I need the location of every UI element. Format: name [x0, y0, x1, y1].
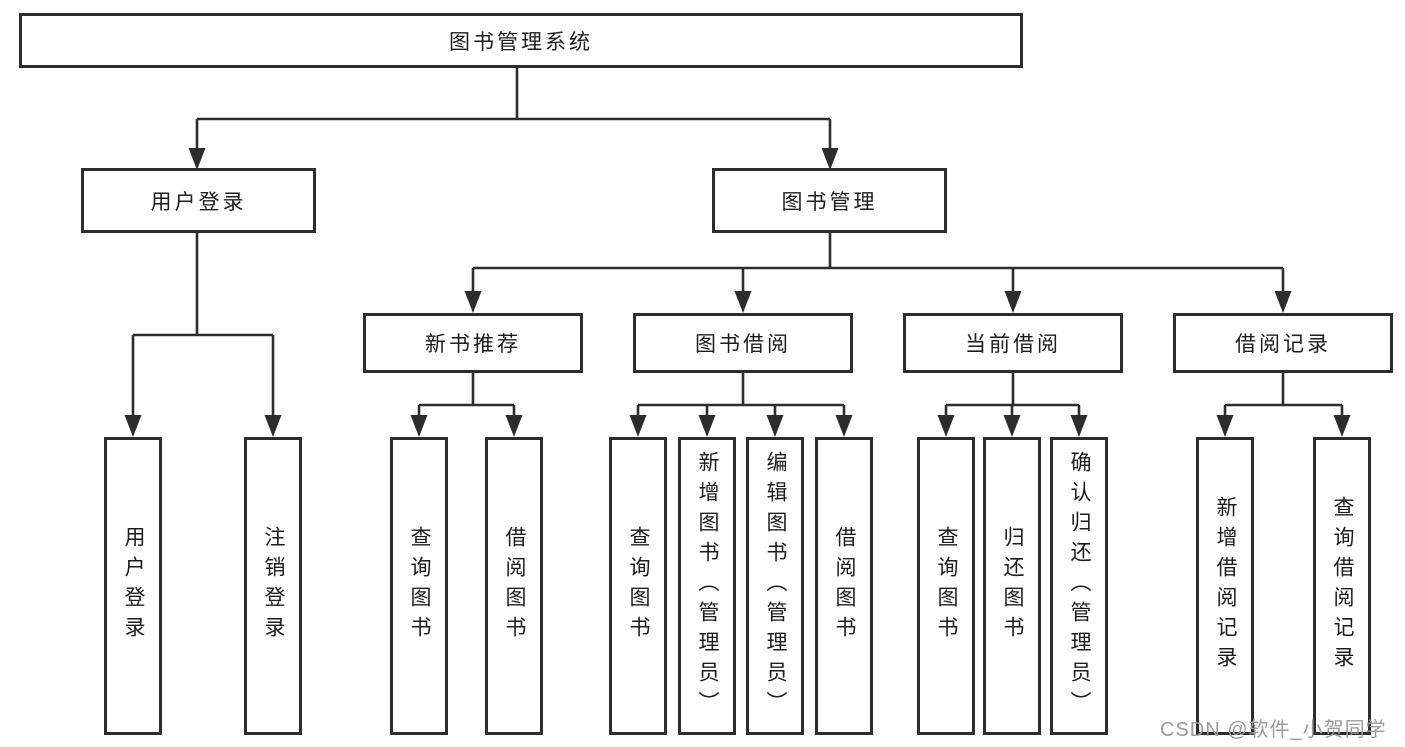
- leaf-label: 用户登录: [122, 526, 146, 646]
- leaf-label: 注销登录: [262, 526, 286, 646]
- arrowhead-icon: [734, 291, 752, 313]
- leaf-label: 查询借阅记录: [1331, 496, 1355, 676]
- arrowhead-icon: [1333, 415, 1351, 437]
- leaf-borrow-books-recommend: 借阅图书: [485, 437, 543, 735]
- arrowhead-icon: [1216, 415, 1234, 437]
- leaf-add-book-admin: 新增图书（管理员）: [678, 437, 736, 735]
- node-new-book-recommend: 新书推荐: [363, 313, 583, 373]
- leaf-logout: 注销登录: [244, 437, 302, 735]
- leaf-query-borrow-record: 查询借阅记录: [1313, 437, 1371, 735]
- leaf-add-borrow-record: 新增借阅记录: [1196, 437, 1254, 735]
- leaf-label: 查询图书: [627, 526, 651, 646]
- arrowhead-icon: [821, 148, 839, 170]
- node-book-management: 图书管理: [712, 168, 947, 233]
- leaf-query-books-borrow: 查询图书: [609, 437, 667, 735]
- leaf-label: 查询图书: [935, 526, 959, 646]
- node-book-borrow: 图书借阅: [633, 313, 853, 373]
- connector-path: [131, 68, 1344, 417]
- arrowhead-icon: [1004, 291, 1022, 313]
- leaf-label: 归还图书: [1001, 526, 1025, 646]
- leaf-edit-book-admin: 编辑图书（管理员）: [746, 437, 804, 735]
- leaf-label: 编辑图书（管理员）: [764, 451, 788, 721]
- arrowhead-icon: [766, 415, 784, 437]
- leaf-borrow-books: 借阅图书: [815, 437, 873, 735]
- leaf-label: 新增借阅记录: [1214, 496, 1238, 676]
- leaf-user-login: 用户登录: [104, 437, 162, 735]
- leaf-label: 借阅图书: [503, 526, 527, 646]
- arrowhead-icon: [1003, 415, 1021, 437]
- arrowhead-icon: [698, 415, 716, 437]
- arrowhead-icon: [505, 415, 523, 437]
- arrowhead-icon: [937, 415, 955, 437]
- arrowhead-icon: [124, 415, 142, 437]
- watermark: CSDN @软件_小贺同学: [1160, 719, 1387, 741]
- arrowhead-icon: [188, 148, 206, 170]
- leaf-label: 确认归还（管理员）: [1068, 451, 1092, 721]
- arrowhead-icon: [264, 415, 282, 437]
- leaf-query-books-current: 查询图书: [917, 437, 975, 735]
- leaf-label: 新增图书（管理员）: [696, 451, 720, 721]
- node-root-system: 图书管理系统: [19, 13, 1023, 68]
- arrowhead-icon: [629, 415, 647, 437]
- arrowhead-icon: [464, 291, 482, 313]
- arrowhead-icon: [835, 415, 853, 437]
- node-user-login: 用户登录: [81, 168, 316, 233]
- arrowhead-icon: [410, 415, 428, 437]
- arrowhead-icon: [1070, 415, 1088, 437]
- node-borrow-records: 借阅记录: [1173, 313, 1393, 373]
- arrowheads: [124, 148, 1351, 437]
- leaf-query-books-recommend: 查询图书: [390, 437, 448, 735]
- leaf-return-books: 归还图书: [983, 437, 1041, 735]
- leaf-label: 借阅图书: [833, 526, 857, 646]
- arrowhead-icon: [1274, 291, 1292, 313]
- leaf-label: 查询图书: [408, 526, 432, 646]
- node-current-borrow: 当前借阅: [903, 313, 1123, 373]
- leaf-confirm-return-admin: 确认归还（管理员）: [1050, 437, 1108, 735]
